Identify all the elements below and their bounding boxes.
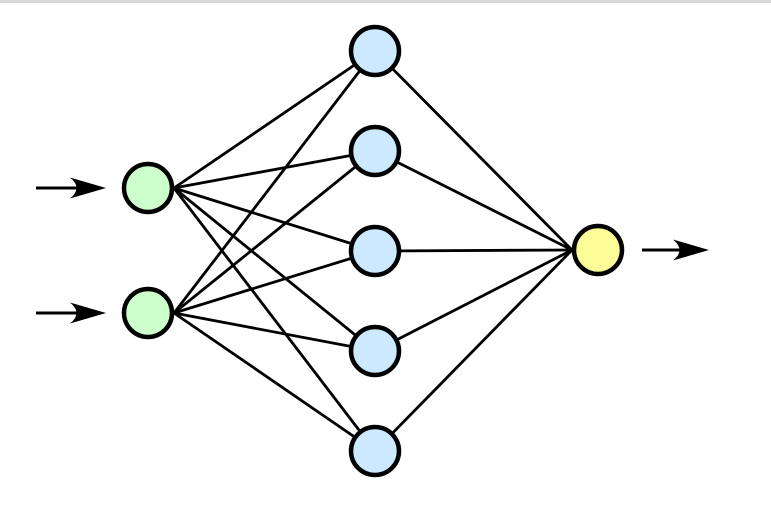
edge-line [172, 187, 377, 452]
edge-line [173, 186, 376, 253]
edge-line [374, 50, 573, 251]
input-node [121, 161, 175, 215]
edge-line [173, 249, 376, 315]
edge-line [374, 249, 573, 452]
edge-line [374, 149, 573, 252]
edge-line [173, 311, 376, 353]
input-arrow-2 [36, 302, 106, 324]
hidden-node [348, 424, 402, 478]
hidden-node [348, 24, 402, 78]
top-border-line [0, 0, 771, 3]
edge-line [374, 248, 573, 253]
edge-line [173, 49, 376, 190]
hidden-node [348, 224, 402, 278]
hidden-node [348, 124, 402, 178]
output-node [571, 223, 625, 277]
edge-line [374, 248, 573, 353]
edge-line [173, 149, 376, 315]
input-node [121, 286, 175, 340]
input-arrow-2-head-icon [70, 302, 106, 324]
edge-line [173, 186, 376, 353]
input-arrow-1 [36, 177, 106, 199]
output-arrow-head-icon [673, 239, 709, 261]
hidden-node [348, 324, 402, 378]
output-arrow [642, 239, 709, 261]
edge-line [173, 311, 376, 453]
edge-line [172, 50, 377, 314]
input-arrow-1-head-icon [70, 177, 106, 199]
edge-line [173, 149, 376, 190]
